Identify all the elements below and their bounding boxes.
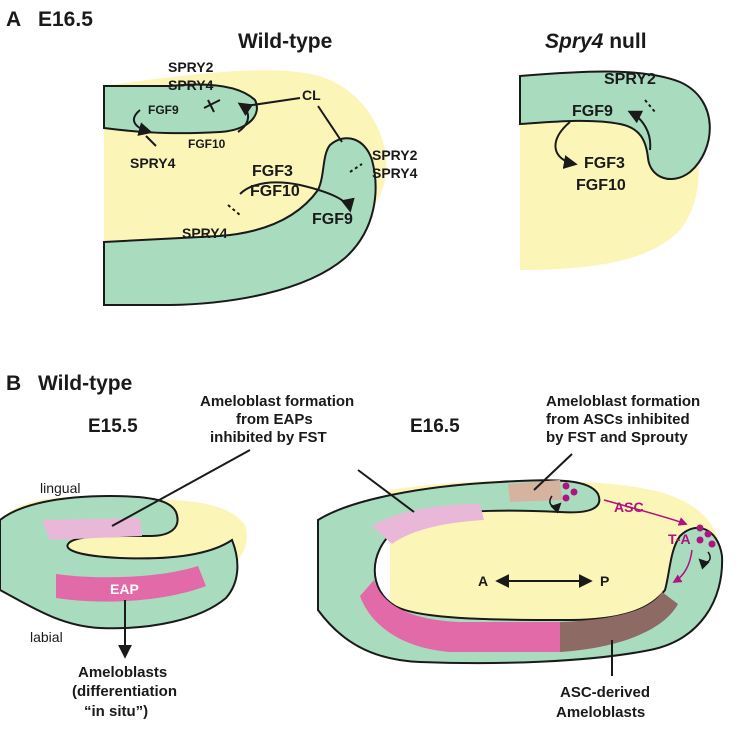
eap-note-line-1: Ameloblast formation [200, 393, 354, 410]
null-fgf3: FGF3 [584, 155, 625, 172]
panel-a: A E16.5 Wild-type Spry4 null SPRY2 SPRY4… [6, 8, 711, 306]
e165-asc-pointer [533, 453, 573, 491]
wt-fgf10-arrow [237, 102, 254, 133]
eap-note-line-3: inhibited by FST [210, 429, 327, 446]
wt-fgf3: FGF3 [252, 163, 293, 180]
wt-lingual-arrow [132, 109, 153, 136]
eap-note-line-2: from EAPs [236, 411, 313, 428]
wt-fgf10: FGF10 [250, 183, 300, 200]
wt-spry4-right: SPRY4 [372, 165, 418, 181]
e165-eap-pointer [357, 469, 415, 513]
eap-label: EAP [110, 581, 139, 597]
wt-spry4-bottom: SPRY4 [182, 225, 228, 241]
asc-cell [570, 488, 578, 496]
ta-to-band-arrow [672, 549, 693, 583]
ta-cell [704, 530, 712, 538]
e165-mesenchyme [390, 480, 721, 650]
e165-tooth-diagram: ASC T-A A P ASC-derived Ameloblasts [317, 453, 724, 721]
e155-note-pointer [111, 449, 251, 527]
e165-eap-band [360, 580, 560, 652]
wt-cl: CL [302, 87, 321, 103]
wt-fgf10-small: FGF10 [188, 137, 226, 151]
panel-a-stage: E16.5 [38, 8, 93, 31]
asc-self-renew-arrow [549, 495, 562, 514]
asc-label: ASC [614, 499, 644, 515]
asc-note-line-3: by FST and Sprouty [546, 429, 688, 446]
e165-stage: E16.5 [410, 416, 460, 437]
wt-cervical-loop-curve [239, 181, 355, 213]
wt-spry-inhibit-top-bar [203, 99, 221, 109]
e165-light-pink-band [372, 504, 484, 544]
wt-spry-inhibit-left [145, 135, 157, 147]
panel-b: B Wild-type E15.5 E16.5 Ameloblast forma… [0, 372, 724, 721]
ta-cell [696, 524, 704, 532]
null-spry2: SPRY2 [604, 71, 656, 88]
wt-fgf9: FGF9 [312, 211, 353, 228]
spry4-null-title: Spry4 null [545, 30, 647, 53]
wt-spry-inhibit-right [349, 163, 363, 173]
asc-cell [562, 482, 570, 490]
wt-spry4-left: SPRY4 [130, 155, 176, 171]
ta-cell [696, 536, 704, 544]
wt-spry4-top: SPRY4 [168, 77, 214, 93]
e165-asc-derived-band [560, 592, 678, 652]
null-return-arrow [627, 110, 652, 151]
null-spry2-inhibit [644, 99, 656, 113]
asc-to-ta-arrow [603, 499, 688, 526]
wt-spry-inhibit-bottom [227, 204, 241, 216]
labial-label: labial [30, 629, 63, 645]
asc-derived-line-1: ASC-derived [560, 684, 650, 701]
wt-cl-pointer [245, 97, 301, 107]
asc-note-line-2: from ASCs inhibited [546, 411, 690, 428]
panel-b-title: Wild-type [38, 372, 132, 395]
ameloblasts-line-1: Ameloblasts [78, 664, 167, 681]
wt-spry-inhibit-top [207, 99, 215, 113]
axis-p-label: P [600, 573, 609, 589]
wild-type-tooth-diagram: SPRY2 SPRY4 CL FGF9 FGF10 SPRY4 FGF3 FGF… [103, 59, 418, 306]
spry4-null-tooth-diagram: SPRY2 FGF9 FGF3 FGF10 [519, 70, 711, 270]
epithelium-lingual-loop [103, 83, 258, 135]
epithelium-labial-band [103, 137, 377, 306]
ta-label: T-A [668, 531, 691, 547]
asc-derived-line-2: Ameloblasts [556, 704, 645, 721]
ameloblasts-line-3: “in situ”) [84, 703, 148, 720]
lingual-label: lingual [40, 480, 80, 496]
asc-note-line-1: Ameloblast formation [546, 393, 700, 410]
e155-eap-band [56, 566, 206, 602]
wild-type-title: Wild-type [238, 30, 332, 53]
wt-fgf9-small: FGF9 [148, 103, 179, 117]
spry4-gene-name: Spry4 [545, 30, 604, 53]
wt-spry2-right: SPRY2 [372, 147, 418, 163]
panel-b-letter: B [6, 372, 21, 395]
null-epithelium [519, 70, 711, 181]
e155-stage: E15.5 [88, 416, 138, 437]
asc-cell [562, 494, 570, 502]
null-loop-arrow [554, 121, 578, 169]
wt-spry2-top: SPRY2 [168, 59, 214, 75]
ta-self-renew-arrow [698, 551, 711, 570]
axis-a-label: A [478, 573, 488, 589]
ameloblasts-line-2: (differentiation [72, 683, 177, 700]
e155-tooth-diagram: lingual labial EAP Ameloblasts (differen… [0, 449, 251, 720]
null-fgf10: FGF10 [576, 177, 626, 194]
wt-cl-pointer-2 [317, 105, 343, 143]
panel-a-letter: A [6, 8, 21, 31]
ta-cell [708, 540, 716, 548]
null-suffix: null [603, 30, 646, 53]
null-fgf9: FGF9 [572, 103, 613, 120]
e165-tan-band [508, 480, 562, 502]
